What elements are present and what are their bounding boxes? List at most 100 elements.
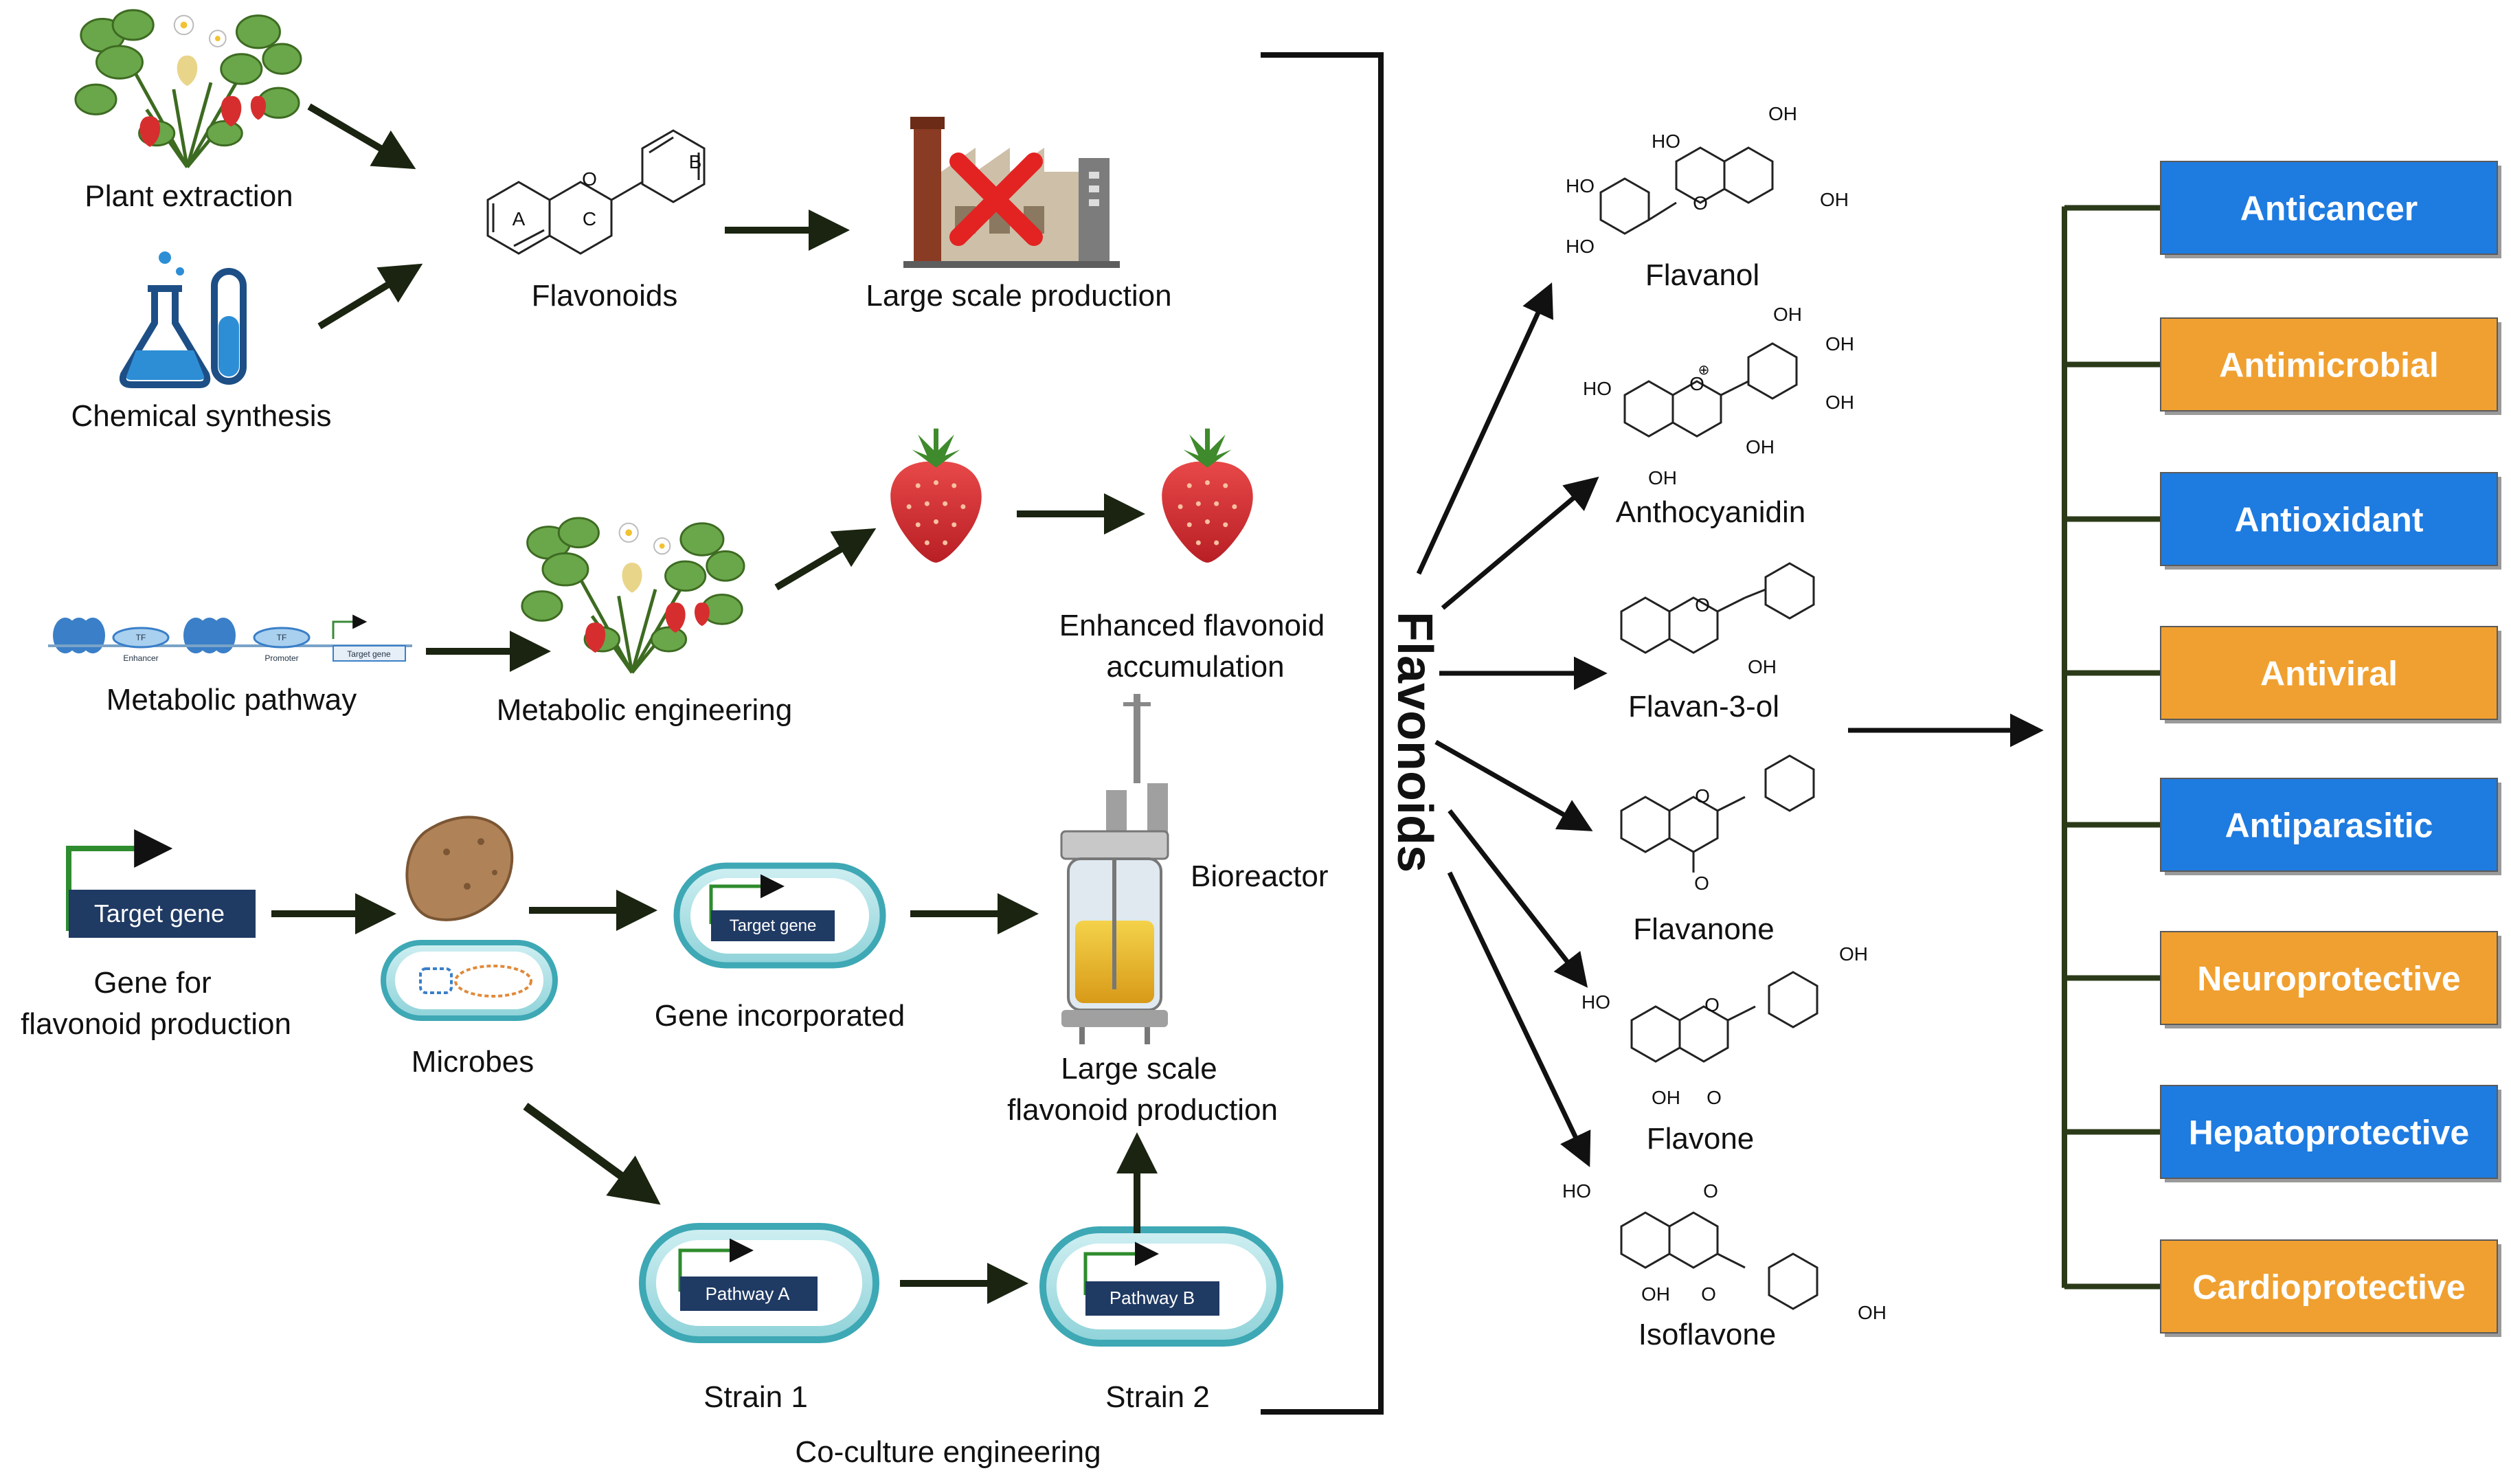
metabolic-pathway-label: Metabolic pathway [106,683,357,717]
flavanol-o: O [1693,192,1708,214]
bioreactor-label: Bioreactor [1191,859,1329,893]
enhanced-label-line1: Enhanced flavonoid [1059,609,1325,642]
activity-box [2160,931,2498,1025]
microbes-label: Microbes [412,1045,534,1079]
target-gene-small-label: Target gene [347,649,391,659]
activity-label: Anticancer [2240,190,2418,228]
anthocyanidin-plus: ⊕ [1698,363,1710,378]
flavanone-o-2: O [1694,873,1709,894]
plant-extraction-label: Plant extraction [85,179,293,213]
pathway-b-label: Pathway B [1110,1288,1195,1308]
flask-and-test-tube-icon [119,251,247,388]
flavone-oh-1: OH [1652,1087,1680,1108]
plant-extraction-group: Plant extraction [76,10,301,213]
arrow-to-isoflavone [1447,871,1591,1167]
strain-a-cell: Pathway A [639,1223,879,1343]
large-scale-production-label: Large scale production [866,279,1171,313]
pathway-a-label: Pathway A [706,1283,791,1304]
flavanone-structure: O O [1620,754,1815,894]
anthocyanidin-oh-1: OH [1648,467,1677,488]
flavonoid-skeleton-structure: A C B O Flavonoids [486,129,706,313]
activity-label: Hepatoprotective [2189,1114,2469,1152]
flavanol-ho-2: HO [1566,236,1595,257]
enhanced-strawberry-icon [1162,429,1252,563]
activity-box [2160,626,2498,720]
ring-b-label: B [689,151,702,172]
arrow-to-flavanone [1434,739,1593,831]
subclass-anthocyanidin: Anthocyanidin [1616,495,1805,529]
arrow-plant-to-flavonoids [307,103,416,170]
metabolic-engineering-label: Metabolic engineering [497,693,793,727]
anthocyanidin-oh-4: OH [1825,333,1854,355]
flavan3ol-oh: OH [1748,656,1777,677]
flavan3ol-structure: O OH [1620,562,1815,677]
activity-box [2160,778,2498,872]
arrow-engineering-to-strawberry [774,528,877,591]
flavanone-o-1: O [1695,785,1710,807]
flavone-oh-2: OH [1839,943,1868,965]
strawberry-plant-icon [76,10,301,168]
activity-label: Antioxidant [2235,501,2424,539]
gene-for-line2: flavonoid production [21,1007,291,1041]
isoflavone-o-2: O [1701,1283,1716,1305]
activity-box [2160,161,2498,255]
anthocyanidin-oh-3: OH [1773,304,1802,325]
activity-label: Cardioprotective [2192,1268,2465,1307]
activity-label: Antimicrobial [2219,346,2438,385]
enhanced-label-line2: accumulation [1106,650,1284,684]
anthocyanidin-structure: O ⊕ HO OH OH OH OH OH [1583,304,1854,488]
tf-label-2: TF [277,633,287,642]
summary-bracket [1261,52,1384,1415]
factory-crossed-icon [903,117,1120,268]
strain1-label: Strain 1 [703,1380,808,1414]
arrow-to-flavone [1448,809,1588,988]
subclass-flavanol: Flavanol [1645,258,1759,292]
gene-incorporated-cell: Target gene [673,862,886,969]
subclass-isoflavone: Isoflavone [1639,1318,1777,1351]
flavanol-ho-1: HO [1566,175,1595,196]
engineered-plant-icon [522,518,744,673]
subclass-flavanone: Flavanone [1633,912,1774,946]
activities-tree: AnticancerAntimicrobialAntioxidantAntivi… [2062,161,2501,1337]
microbe-cell-icon [381,816,558,1021]
large-scale-line2: flavonoid production [1007,1093,1278,1127]
subclass-flavone: Flavone [1647,1122,1755,1156]
anthocyanidin-ho: HO [1583,378,1612,399]
flavanol-oh-1: OH [1768,103,1797,124]
activity-box [2160,317,2498,412]
flavanol-oh-2: OH [1820,189,1849,210]
arrow-to-anthocyanidin [1441,476,1599,610]
isoflavone-ho: HO [1562,1180,1591,1202]
tf-label-1: TF [136,633,146,642]
activity-label: Antiparasitic [2225,807,2433,845]
anthocyanidin-oh-2: OH [1746,436,1775,458]
activity-box [2160,472,2498,566]
anthocyanidin-oh-5: OH [1825,392,1854,413]
subclass-flavan3ol: Flavan-3-ol [1628,690,1779,723]
activity-box [2160,1085,2498,1179]
flavone-o-1: O [1704,994,1720,1015]
enhancer-label: Enhancer [123,653,158,663]
activity-label: Neuroprotective [2197,960,2460,998]
strain-b-cell: Pathway B [1039,1226,1283,1347]
flavonoids-label: Flavonoids [532,279,678,313]
isoflavone-structure: O O HO OH OH [1562,1180,1887,1323]
target-gene-construct: Target gene [66,829,256,938]
ring-c-label: C [583,208,596,229]
flavonoids-vertical-label: Flavonoids [1387,611,1442,873]
gene-incorporated-label: Gene incorporated [655,999,905,1033]
isoflavone-o-1: O [1703,1180,1718,1202]
arrow-to-flavanol [1416,282,1553,575]
chemical-synthesis-label: Chemical synthesis [71,399,331,433]
metabolic-pathway-illustration: TF TF Enhancer Promoter Target gene [48,614,412,663]
flavanol-structure: O HO HO HO OH OH [1566,103,1849,257]
coculture-engineering-label: Co-culture engineering [795,1435,1101,1469]
flavanol-ho-3: HO [1652,131,1680,152]
flavone-o-2: O [1707,1087,1722,1108]
activity-label: Antiviral [2260,655,2398,693]
isoflavone-oh-2: OH [1858,1302,1887,1323]
flavone-ho: HO [1581,991,1610,1013]
arrow-microbes-to-strain1 [523,1103,661,1205]
target-gene-label: Target gene [94,899,225,928]
